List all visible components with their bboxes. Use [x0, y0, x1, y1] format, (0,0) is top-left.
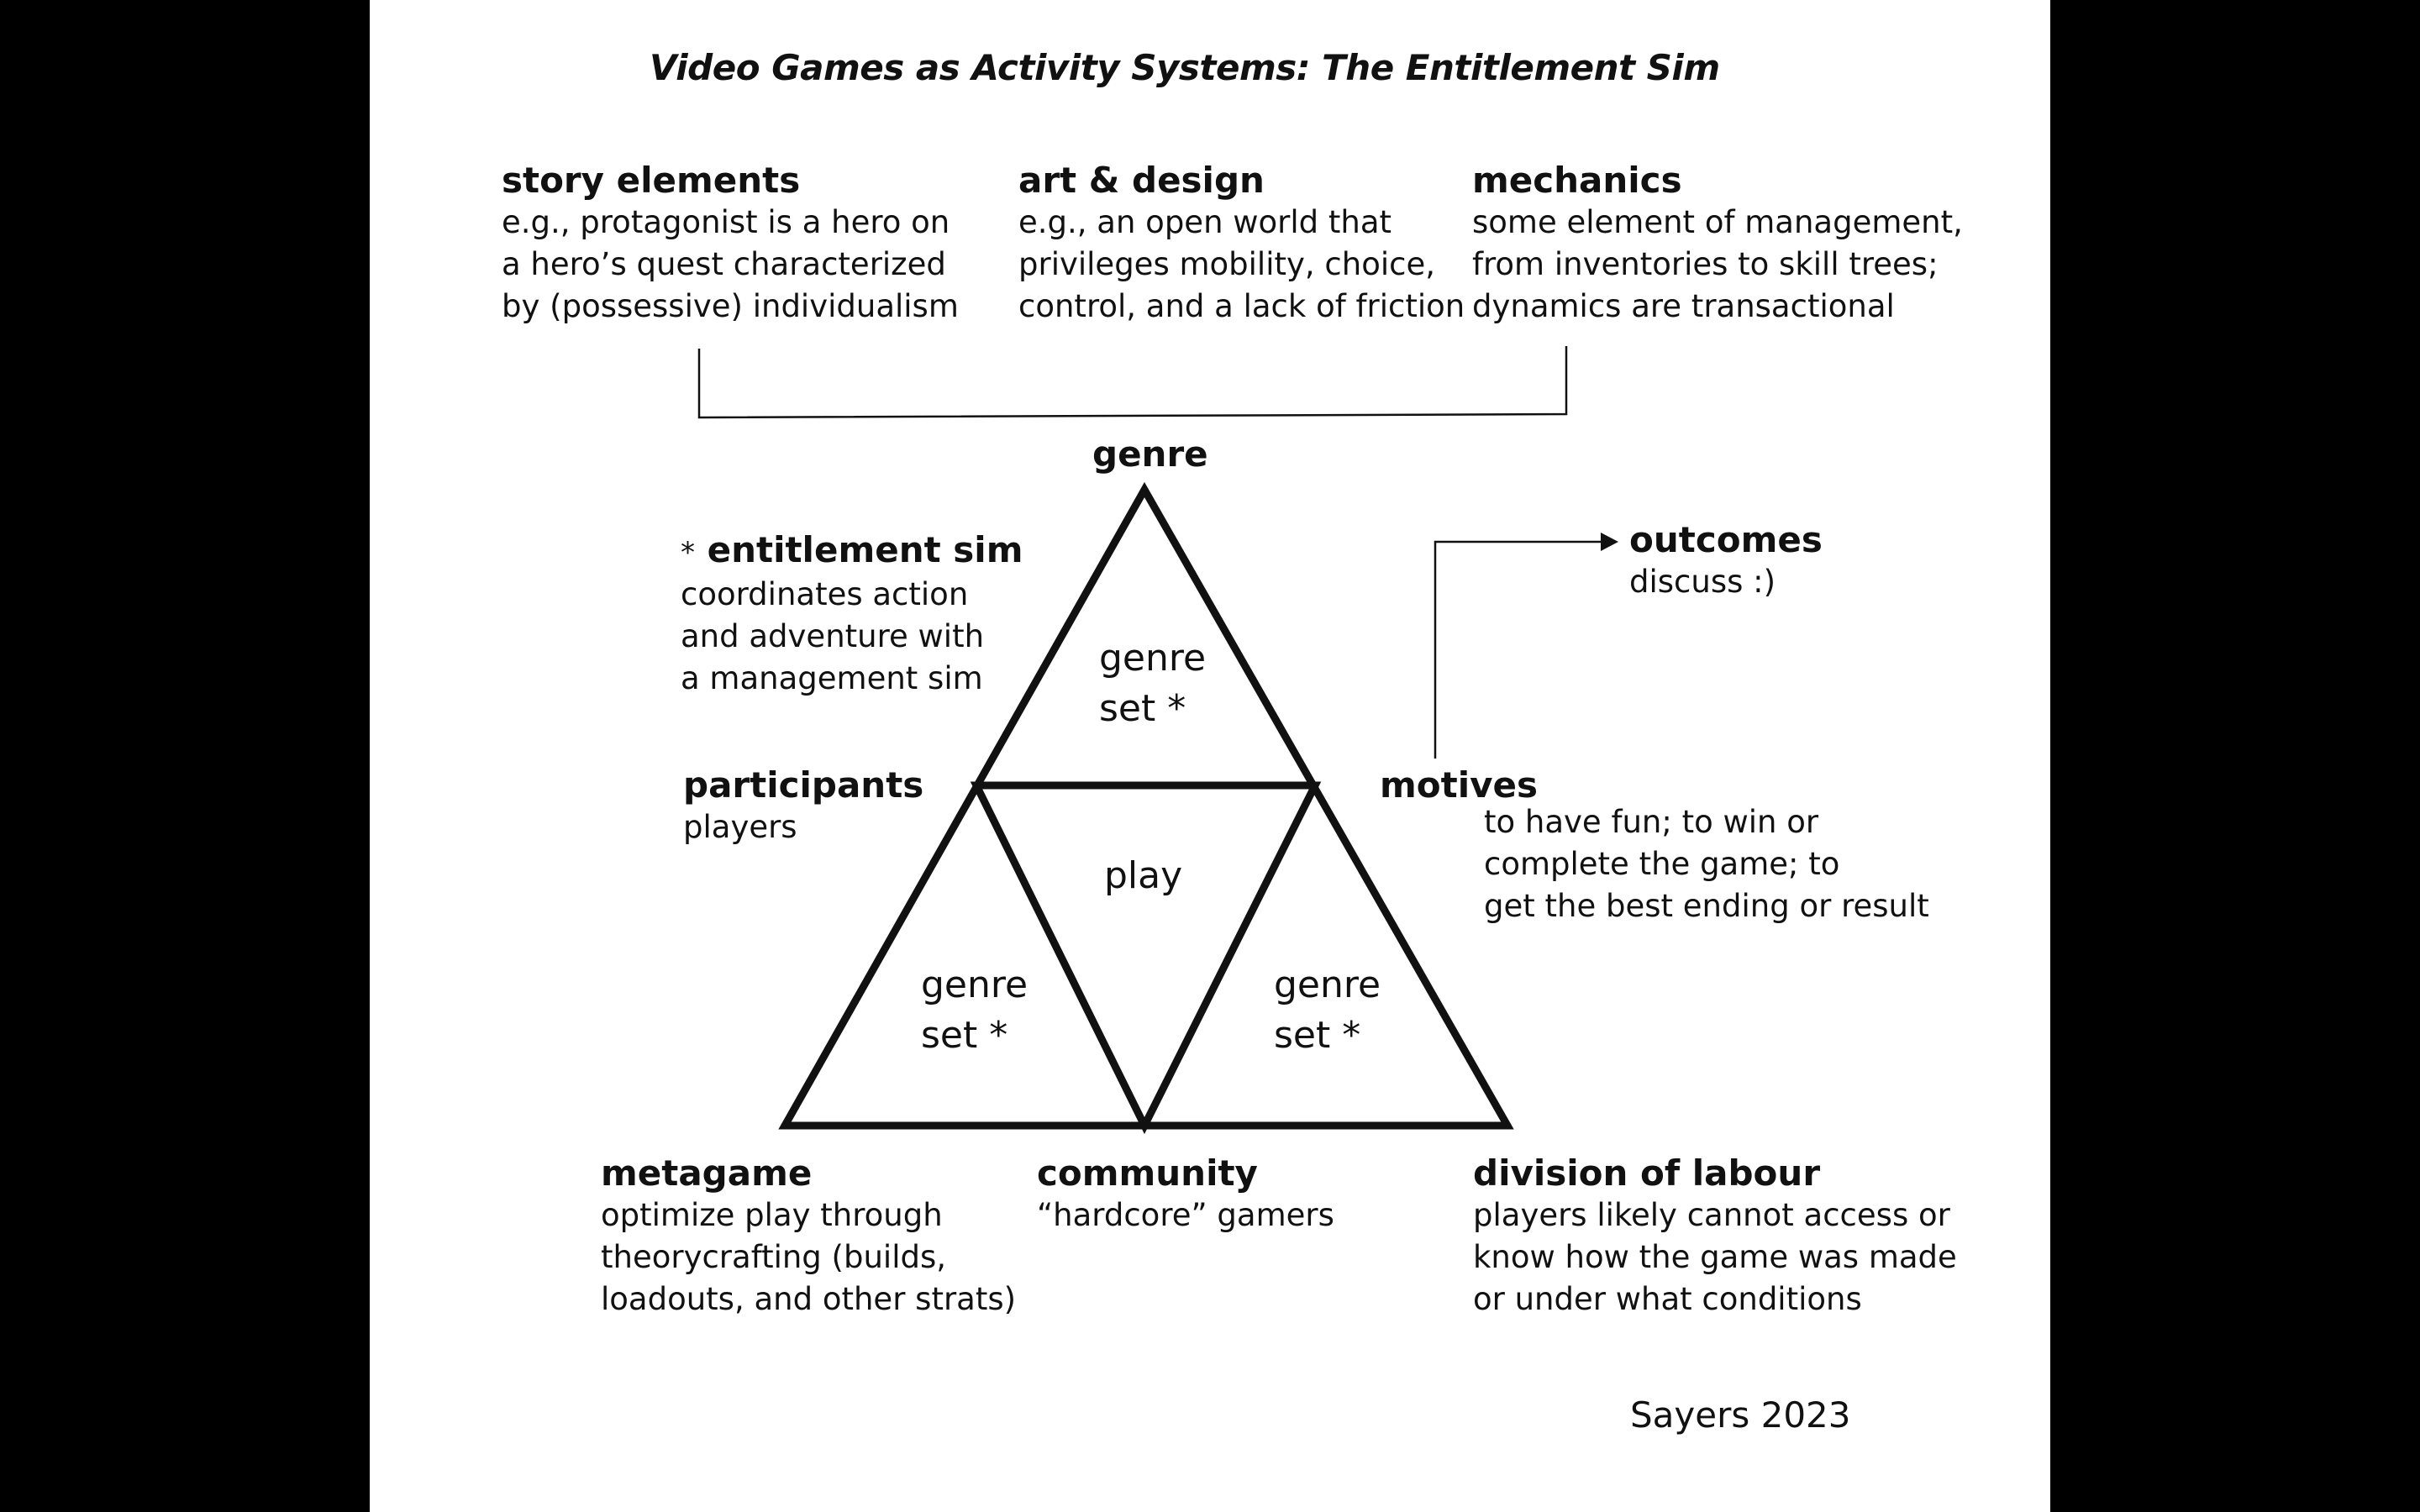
center-triangle-label: play: [1104, 854, 1183, 897]
outcomes-line: discuss :): [1629, 564, 1776, 600]
left-triangle-label: genre set *: [921, 963, 1028, 1057]
entitlement-sim-line: and adventure with: [681, 618, 985, 654]
metagame-line: loadouts, and other strats): [601, 1281, 1017, 1317]
division-of-labour-line: know how the game was made: [1473, 1239, 1957, 1275]
participants-block: participants players: [683, 764, 923, 848]
top-triangle-label: genre set *: [1099, 637, 1207, 730]
art-design-heading: art & design: [1018, 160, 1265, 201]
diagram-lines: [697, 346, 1618, 1135]
mechanics-line: from inventories to skill trees;: [1472, 246, 1939, 282]
participants-line: players: [683, 809, 797, 845]
motives-heading: motives: [1380, 764, 1538, 806]
mechanics-block: mechanics some element of management, fr…: [1472, 160, 1963, 328]
right-triangle-label: genre set *: [1274, 963, 1381, 1057]
mechanics-line: some element of management,: [1472, 204, 1963, 240]
community-line: “hardcore” gamers: [1037, 1197, 1334, 1233]
outcomes-block: outcomes discuss :): [1629, 519, 1823, 603]
motives-line: get the best ending or result: [1484, 888, 1929, 924]
story-elements-line: by (possessive) individualism: [502, 288, 959, 324]
entitlement-sim-line: coordinates action: [681, 576, 969, 612]
story-elements-line: e.g., protagonist is a hero on: [502, 204, 950, 240]
art-design-line: control, and a lack of friction: [1018, 288, 1465, 324]
motives-line: to have fun; to win or: [1484, 804, 1819, 840]
outcomes-heading: outcomes: [1629, 519, 1823, 560]
community-heading: community: [1037, 1152, 1258, 1194]
outcomes-arrow-line: [1434, 540, 1601, 759]
metagame-block: metagame optimize play through theorycra…: [601, 1152, 1016, 1320]
division-of-labour-line: or under what conditions: [1473, 1281, 1862, 1317]
genre-label: genre: [1092, 433, 1208, 475]
division-of-labour-block: division of labour players likely cannot…: [1473, 1152, 1957, 1320]
metagame-line: optimize play through: [601, 1197, 943, 1233]
entitlement-sim-line: a management sim: [681, 660, 983, 696]
mechanics-line: dynamics are transactional: [1472, 288, 1895, 324]
division-of-labour-line: players likely cannot access or: [1473, 1197, 1950, 1233]
credit-text: Sayers 2023: [1630, 1394, 1851, 1436]
division-of-labour-heading: division of labour: [1473, 1152, 1821, 1194]
art-design-line: privileges mobility, choice,: [1018, 246, 1435, 282]
entitlement-sim-heading: entitlement sim: [707, 529, 1023, 570]
community-block: community “hardcore” gamers: [1037, 1152, 1334, 1236]
story-elements-heading: story elements: [502, 160, 801, 201]
metagame-line: theorycrafting (builds,: [601, 1239, 947, 1275]
diagram-page: Video Games as Activity Systems: The Ent…: [370, 0, 2050, 1512]
inner-triangle: [970, 781, 1322, 1135]
story-elements-line: a hero’s quest characterized: [502, 246, 946, 282]
art-design-line: e.g., an open world that: [1018, 204, 1392, 240]
motives-line: complete the game; to: [1484, 846, 1840, 882]
art-design-block: art & design e.g., an open world that pr…: [1018, 160, 1465, 328]
outcomes-arrow-head: [1601, 533, 1618, 551]
motives-block: motives to have fun; to win or complete …: [1380, 764, 1929, 927]
asterisk-mark: *: [681, 536, 695, 570]
entitlement-sim-block: * entitlement sim coordinates action and…: [681, 529, 1023, 700]
metagame-heading: metagame: [601, 1152, 813, 1194]
participants-heading: participants: [683, 764, 924, 806]
mechanics-heading: mechanics: [1472, 160, 1682, 201]
top-bracket: [697, 346, 1568, 419]
story-elements-block: story elements e.g., protagonist is a he…: [502, 160, 959, 328]
page-title: Video Games as Activity Systems: The Ent…: [650, 47, 1720, 88]
